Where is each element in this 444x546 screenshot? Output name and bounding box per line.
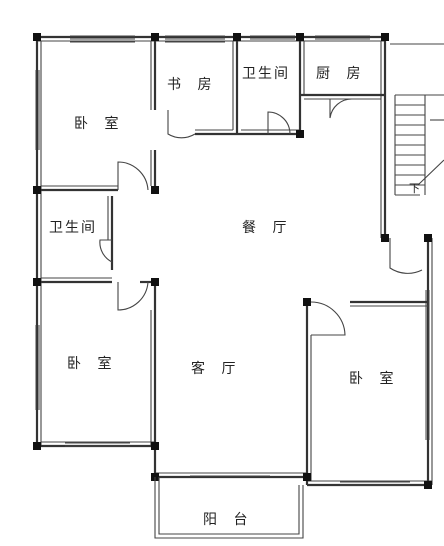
exterior-walls <box>35 35 433 487</box>
room-label-kitchen: 厨 房 <box>316 66 366 82</box>
room-label-bathroom-left: 卫生间 <box>49 220 97 236</box>
room-labels: 卧 室 书 房 卫生间 厨 房 卫生间 餐 厅 卧 室 客 厅 卧 室 阳 台 <box>49 66 399 528</box>
stair-down-label: 下 <box>409 182 420 195</box>
interior-walls <box>37 37 428 485</box>
staircase: 下 <box>390 43 444 196</box>
room-label-bathroom-top: 卫生间 <box>242 66 290 82</box>
room-label-balcony: 阳 台 <box>203 512 253 528</box>
room-label-dining: 餐 厅 <box>242 220 292 236</box>
windows <box>35 35 430 486</box>
balcony <box>154 477 304 539</box>
room-label-bedroom-nw: 卧 室 <box>74 115 124 132</box>
room-label-study: 书 房 <box>167 77 217 93</box>
room-label-living: 客 厅 <box>191 360 241 377</box>
room-label-bedroom-sw: 卧 室 <box>67 355 117 372</box>
room-label-bedroom-se: 卧 室 <box>349 370 399 387</box>
doors <box>99 98 423 336</box>
